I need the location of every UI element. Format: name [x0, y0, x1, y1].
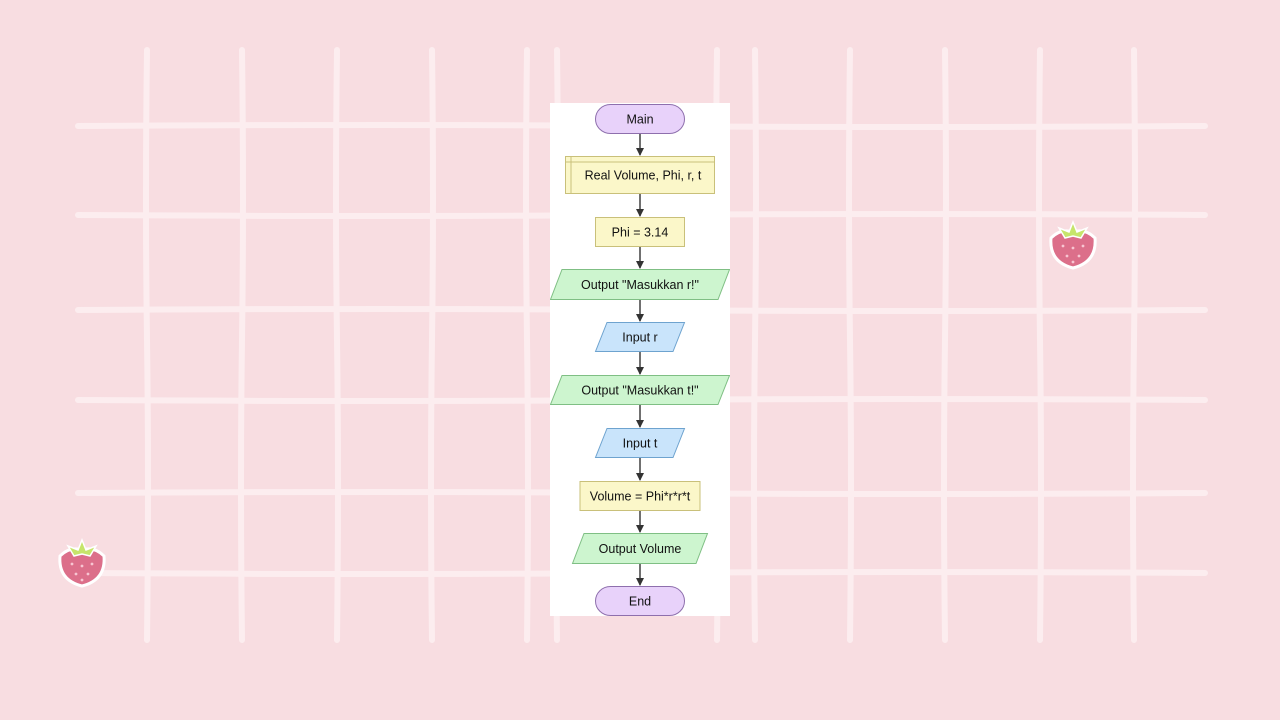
flow-node-label: Input t: [623, 437, 658, 451]
flow-node-output-volume: Output Volume: [571, 533, 709, 564]
flow-node-label: Input r: [622, 331, 657, 345]
flow-node-end: End: [595, 586, 685, 616]
grid-line: [238, 47, 246, 643]
flow-node-label: Output Volume: [599, 542, 682, 556]
grid-line: [941, 47, 949, 643]
grid-line: [1036, 47, 1044, 643]
flow-node-label: Volume = Phi*r*r*t: [590, 490, 691, 504]
grid-line: [143, 47, 151, 643]
flow-node-input-r: Input r: [594, 322, 686, 352]
grid-line: [751, 47, 759, 643]
flow-node-input-t: Input t: [594, 428, 686, 458]
grid-line: [428, 47, 436, 643]
strawberry-icon: [1049, 219, 1097, 270]
flow-node-label: Output "Masukkan r!": [581, 278, 699, 292]
flow-node-label: Output "Masukkan t!": [581, 384, 698, 398]
flow-node-label: Main: [626, 113, 653, 127]
flow-node-main: Main: [595, 104, 685, 134]
flow-node-compute-volume: Volume = Phi*r*r*t: [579, 481, 701, 511]
flow-node-assign-phi: Phi = 3.14: [595, 217, 685, 247]
grid-line: [846, 47, 854, 643]
flow-node-declare: Real Volume, Phi, r, t: [565, 156, 715, 194]
grid-line: [1130, 47, 1138, 643]
flow-node-label: End: [629, 595, 651, 609]
flow-node-output-t: Output "Masukkan t!": [550, 375, 730, 405]
flow-node-label: Phi = 3.14: [612, 226, 669, 240]
grid-line: [333, 47, 341, 643]
strawberry-icon: [58, 537, 106, 588]
grid-line: [523, 47, 531, 643]
flow-node-output-r: Output "Masukkan r!": [550, 269, 730, 300]
flow-node-label: Real Volume, Phi, r, t: [585, 169, 702, 183]
